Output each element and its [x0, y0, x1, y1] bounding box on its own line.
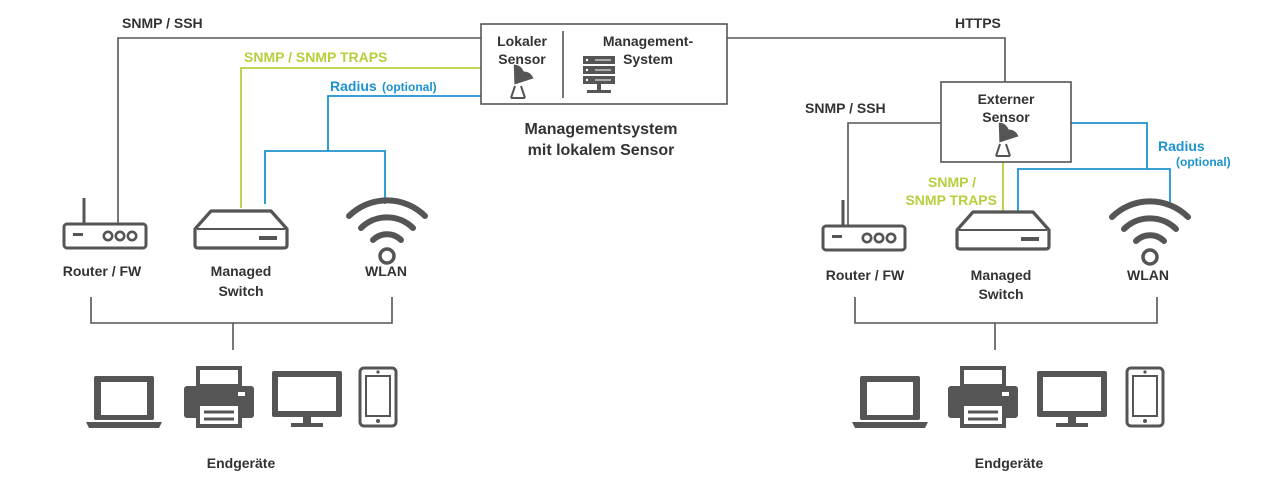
right-radius-branch-line — [1017, 168, 1171, 211]
left-radius-line — [327, 95, 481, 151]
right-snmp-traps-label-line1: SNMP / — [928, 174, 976, 190]
left-monitor-icon — [272, 371, 342, 427]
management-caption-line2: mit lokalem Sensor — [528, 142, 675, 159]
https-label: HTTPS — [955, 15, 1001, 31]
right-snmp-ssh-label: SNMP / SSH — [805, 100, 886, 116]
left-printer-icon — [182, 366, 256, 428]
right-snmp-ssh-line — [847, 122, 941, 226]
left-radius-branch-line — [264, 150, 386, 204]
management-system-box: Lokaler Sensor Management- System — [480, 23, 728, 105]
management-system-label-line1: Management- — [603, 33, 694, 49]
right-connections — [847, 122, 1171, 350]
right-switch-label-line1: Managed — [971, 267, 1032, 283]
external-sensor-box: Externer Sensor — [940, 81, 1072, 163]
local-sensor-label-line2: Sensor — [498, 51, 546, 67]
left-switch-label-line1: Managed — [211, 263, 272, 279]
right-router-label: Router / FW — [826, 267, 905, 283]
left-switch-icon — [193, 209, 289, 250]
left-snmp-ssh-label: SNMP / SSH — [122, 15, 203, 31]
left-snmp-traps-label: SNMP / SNMP TRAPS — [244, 49, 387, 65]
left-endpoints-bracket — [90, 297, 393, 324]
local-sensor-label-line1: Lokaler — [497, 33, 547, 49]
right-radius-line — [1071, 122, 1148, 169]
external-sensor-label-line1: Externer — [978, 91, 1035, 107]
right-laptop-icon — [852, 376, 928, 428]
external-sensor-label-line2: Sensor — [982, 109, 1030, 125]
right-tablet-icon — [1125, 366, 1165, 428]
left-endpoints-label: Endgeräte — [207, 455, 276, 471]
management-caption-line1: Managementsystem — [525, 121, 678, 138]
right-printer-icon — [946, 366, 1020, 428]
right-switch-icon — [955, 210, 1051, 251]
right-radius-optional-label: (optional) — [1176, 155, 1231, 169]
right-snmp-traps-label-line2: SNMP TRAPS — [905, 192, 997, 208]
left-radius-optional-label: (optional) — [382, 80, 437, 94]
left-endpoints — [86, 366, 398, 428]
left-router-icon — [62, 196, 148, 250]
left-tablet-icon — [358, 366, 398, 428]
right-monitor-icon — [1037, 371, 1107, 427]
left-switch-label-line2: Switch — [218, 283, 263, 299]
left-wlan-label: WLAN — [365, 263, 407, 279]
left-laptop-icon — [86, 376, 162, 428]
right-router-icon — [821, 198, 907, 252]
right-endpoints-label: Endgeräte — [975, 455, 1044, 471]
https-line — [727, 37, 1006, 82]
left-radius-label: Radius — [330, 78, 377, 94]
right-wifi-icon — [1112, 201, 1188, 264]
management-system-label-line2: System — [623, 51, 673, 67]
left-snmp-traps-line — [240, 67, 481, 208]
right-endpoints-bracket — [854, 297, 1158, 324]
right-switch-label-line2: Switch — [978, 286, 1023, 302]
left-router-label: Router / FW — [63, 263, 142, 279]
left-connections — [90, 37, 481, 350]
left-wifi-icon — [349, 200, 425, 263]
right-radius-label: Radius — [1158, 138, 1205, 154]
right-endpoints — [852, 366, 1165, 428]
right-wlan-label: WLAN — [1127, 267, 1169, 283]
left-snmp-ssh-line — [117, 37, 481, 224]
